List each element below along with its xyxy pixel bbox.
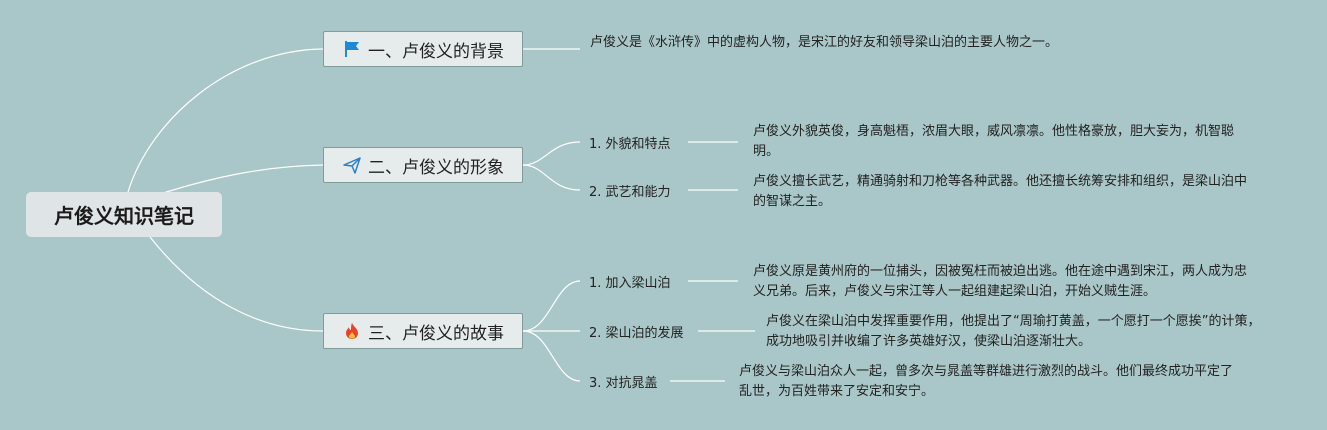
paper-plane-icon — [342, 155, 362, 175]
subtopic-fight-chaogai[interactable]: 3. 对抗晁盖 — [589, 376, 658, 391]
note-join-liangshan: 卢俊义原是黄州府的一位捕头，因被冤枉而被迫出逃。他在途中遇到宋江，两人成为忠义兄… — [753, 264, 1248, 299]
flag-icon — [342, 39, 362, 59]
topic-label: 二、卢俊义的形象 — [368, 157, 504, 178]
subtopic-liangshan-development[interactable]: 2. 梁山泊的发展 — [589, 326, 684, 341]
note-appearance: 卢俊义外貌英俊，身高魁梧，浓眉大眼，威风凛凛。他性格豪放，胆大妄为，机智聪明。 — [753, 124, 1235, 159]
note-martial-arts: 卢俊义擅长武艺，精通骑射和刀枪等各种武器。他还擅长统筹安排和组织，是梁山泊中的智… — [753, 174, 1248, 209]
note-liangshan-development: 卢俊义在梁山泊中发挥重要作用，他提出了“周瑜打黄盖，一个愿打一个愿挨”的计策，成… — [766, 314, 1261, 349]
topic-story[interactable]: 三、卢俊义的故事 — [323, 313, 523, 349]
subtopic-martial-arts[interactable]: 2. 武艺和能力 — [589, 185, 671, 200]
note-fight-chaogai: 卢俊义与梁山泊众人一起，曾多次与晁盖等群雄进行激烈的战斗。他们最终成功平定了乱世… — [739, 364, 1234, 399]
topic-label: 三、卢俊义的故事 — [368, 323, 504, 344]
topic-image[interactable]: 二、卢俊义的形象 — [323, 147, 523, 183]
topic-label: 一、卢俊义的背景 — [368, 41, 504, 62]
topic-background[interactable]: 一、卢俊义的背景 — [323, 31, 523, 67]
subtopic-join-liangshan[interactable]: 1. 加入梁山泊 — [589, 276, 671, 291]
subtopic-appearance[interactable]: 1. 外貌和特点 — [589, 137, 671, 152]
root-label: 卢俊义知识笔记 — [54, 204, 194, 228]
root-node[interactable]: 卢俊义知识笔记 — [26, 192, 222, 237]
fire-icon — [342, 321, 362, 341]
note-background: 卢俊义是《水浒传》中的虚构人物，是宋江的好友和领导梁山泊的主要人物之一。 — [590, 35, 1059, 50]
